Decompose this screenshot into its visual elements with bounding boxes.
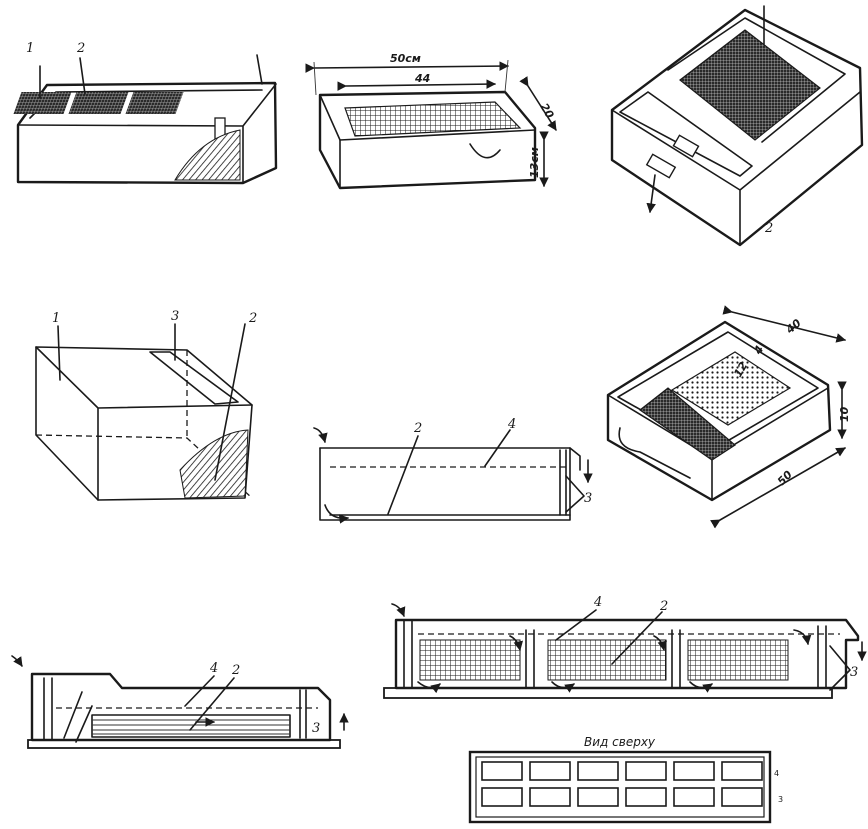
slide-rack-lines [92,720,290,734]
diagonal-pipe [64,692,82,738]
label-3: 3 [171,309,179,324]
dim-10: 10 [838,406,851,422]
dim-ext-left [314,62,316,95]
inflow-arrow [12,656,22,666]
leader-1 [58,326,60,380]
dim-line-length [314,66,508,68]
figure-h-multi-chamber: 4 2 3 [384,595,862,698]
figure-e-tank-section: 2 4 3 [314,417,592,520]
dense-mesh-insert [680,30,820,140]
bottom-arrow-2 [552,682,574,688]
label-4: 4 [507,417,516,432]
overflow-pipe [560,450,566,515]
top-view-title: Вид сверху [584,735,656,749]
slide-rack [150,352,238,404]
pipe-spout [570,448,580,470]
rack-1 [420,640,520,680]
divider-1 [526,630,534,688]
figure-b-mesh-tray: 50см 44 20 13см [314,52,556,188]
leader-4 [556,610,596,640]
rack-2 [548,640,666,680]
label-4: 4 [209,661,218,676]
label-2: 2 [659,599,668,614]
label-3: 3 [584,491,592,506]
slide-frame-3 [126,92,184,114]
tray-handle-front [647,154,676,177]
slide-frame-1 [14,92,72,114]
grid-cell [674,788,714,806]
figure-g-tank-section: 4 2 3 [12,656,344,748]
grid-cell [722,762,762,780]
bottom-flow-arrow [325,505,348,518]
label-2: 2 [764,221,773,236]
overflow-pipe [300,690,306,738]
figure-i-top-view: Вид сверху 4 3 [470,735,783,822]
slide-frame-2 [69,92,129,114]
label-1: 1 [52,311,60,326]
leader-3 [566,476,584,512]
dim-height: 13см [528,147,541,178]
grid-cell [722,788,762,806]
leader-4 [185,676,214,706]
box-shadow-area [175,130,240,180]
label-4: 4 [593,595,602,610]
label-4: 4 [774,769,779,778]
label-1: 1 [26,41,34,56]
label-3: 3 [850,665,858,680]
figure-d-wireframe-box: 1 3 2 [36,309,257,500]
drain-arrow [650,175,655,212]
grid-cell [626,788,666,806]
figure-f-dimensioned-tray: 40 12 4 10 50 [608,312,851,520]
grid-cell [578,788,618,806]
tray-spout [470,144,500,158]
grid-cell [482,788,522,806]
label-2: 2 [76,41,85,56]
grid-cell [578,762,618,780]
rack-3 [688,640,788,680]
grid-cell [530,762,570,780]
grid-cell [626,762,666,780]
inflow-arrow [314,428,325,442]
label-2: 2 [231,663,240,678]
divider-2 [672,630,680,688]
label-3: 3 [312,721,320,736]
dim-ext-right [505,60,508,92]
dim-50: 50 [775,468,795,488]
inlet-pipe [44,678,52,740]
grid-cell [530,788,570,806]
bottom-arrow-1 [418,682,440,688]
flow-arrow-3 [794,630,808,644]
dim-inner: 44 [414,72,430,85]
tray-mesh [345,102,520,136]
tank-body [320,448,570,520]
leader-top [257,55,262,84]
tray-handle-top [673,135,698,156]
inflow-arrow [392,604,404,616]
bottom-arrow-3 [690,682,712,688]
dim-40: 40 [783,316,804,337]
base-plate [384,688,832,698]
label-3: 3 [778,795,783,804]
grid-cell [674,762,714,780]
dim-length: 50см [390,52,421,65]
label-2: 2 [248,311,257,326]
figure-a-slide-box: 1 2 [14,41,276,183]
label-2: 2 [413,421,422,436]
grid-cell [482,762,522,780]
figure-c-double-tray: 2 [612,6,862,245]
overflow-pipe [818,626,826,688]
leader-2 [80,58,85,94]
diagonal-pipe-2 [76,706,92,742]
inlet-pipe [404,620,412,688]
